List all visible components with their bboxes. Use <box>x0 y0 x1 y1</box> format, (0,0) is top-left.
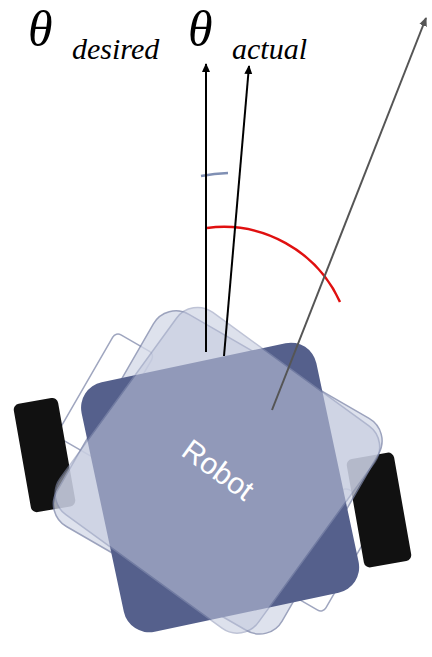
actual-heading-arrow <box>224 66 249 356</box>
subscript: actual <box>232 34 307 64</box>
desired-heading-arrow <box>205 64 207 352</box>
theta-symbol: θ <box>188 4 213 54</box>
subscript: desired <box>72 34 159 64</box>
initial-heading-arrow <box>272 18 426 410</box>
theta-symbol: θ <box>28 4 53 54</box>
error-arc <box>207 227 340 302</box>
robot-ghost-body <box>45 297 390 643</box>
